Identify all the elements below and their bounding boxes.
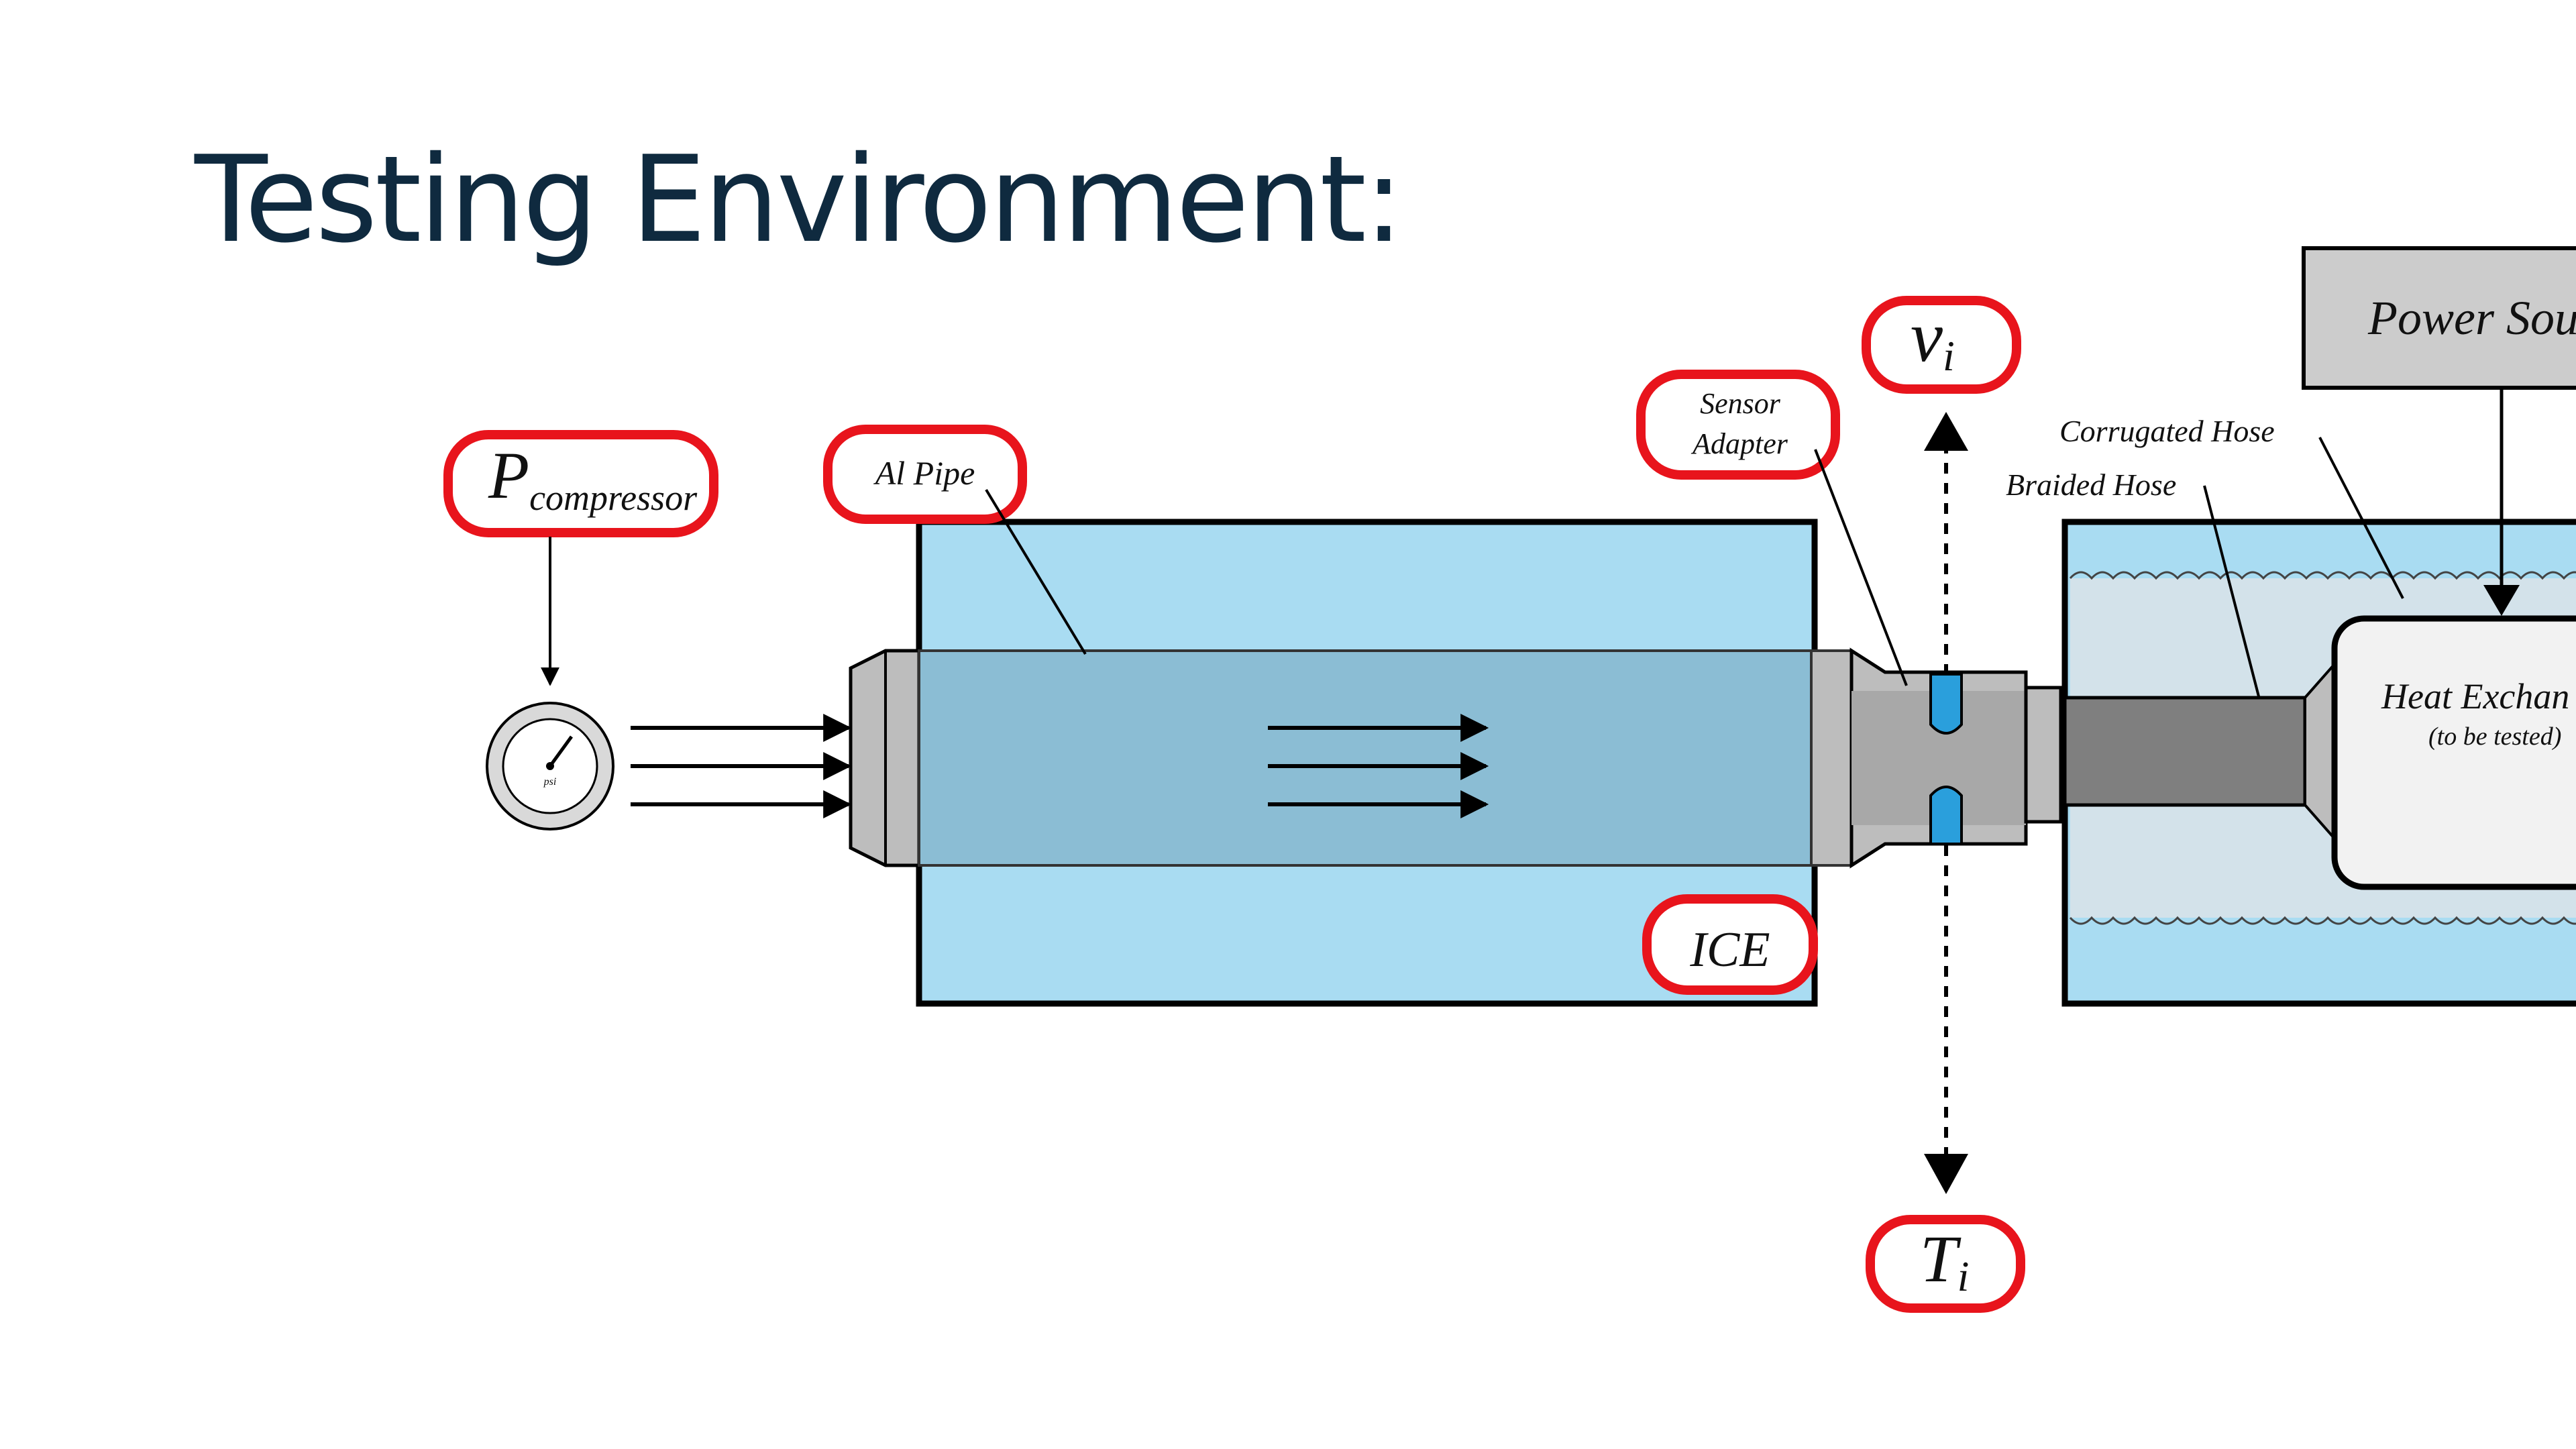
al-pipe — [918, 649, 1816, 867]
flow-arrows-pipe — [1268, 714, 1489, 818]
sensor-adapter-highlight — [1636, 370, 1840, 480]
pressure-gauge: psi — [486, 702, 614, 830]
v-i-label: vi — [1911, 297, 1955, 380]
power-source-label: Power Sou — [2367, 291, 2576, 345]
t-i-label: Ti — [1920, 1222, 1969, 1300]
p-compressor-label: Pcompressor — [488, 438, 698, 518]
al-pipe-label: Al Pipe — [873, 454, 975, 492]
v-i-highlight — [1862, 296, 2021, 394]
water-surface-top — [2069, 571, 2576, 580]
slide-title: Testing Environment: — [195, 130, 1404, 269]
corrugated-hose-label: Corrugated Hose — [2059, 414, 2275, 448]
corrugated-hose-leader — [2318, 437, 2404, 599]
water-surface-bottom — [2069, 916, 2576, 925]
p-compressor-highlight — [443, 430, 718, 537]
power-feed-arrowhead — [2483, 585, 2520, 616]
t-arrowhead — [1924, 1154, 1968, 1194]
ice-highlight — [1642, 894, 1818, 995]
braided-hose-leader — [2203, 485, 2261, 700]
t-i-highlight — [1866, 1215, 2025, 1313]
al-pipe-leader — [985, 488, 1087, 655]
velocity-sensor-probe — [1929, 673, 1963, 735]
al-pipe-highlight — [823, 425, 1027, 524]
sensor-adapter-label-line1: Sensor — [1700, 387, 1781, 420]
sensor-adapter-leader — [1814, 449, 1908, 686]
heat-exchanger-label: Heat Exchan — [2381, 676, 2569, 716]
flow-arrows-inlet — [631, 714, 852, 818]
ice-label: ICE — [1689, 922, 1770, 977]
power-source — [2302, 246, 2576, 390]
braided-hose-label: Braided Hose — [2006, 468, 2176, 502]
v-arrowhead — [1924, 412, 1968, 451]
sensor-adapter-label-line2: Adapter — [1690, 427, 1788, 460]
heat-exchanger — [2331, 615, 2576, 890]
temperature-sensor-probe — [1929, 786, 1963, 845]
braided-hose — [2063, 696, 2307, 807]
heat-exchanger-note: (to be tested) — [2428, 722, 2561, 751]
gauge-unit: psi — [543, 776, 557, 788]
